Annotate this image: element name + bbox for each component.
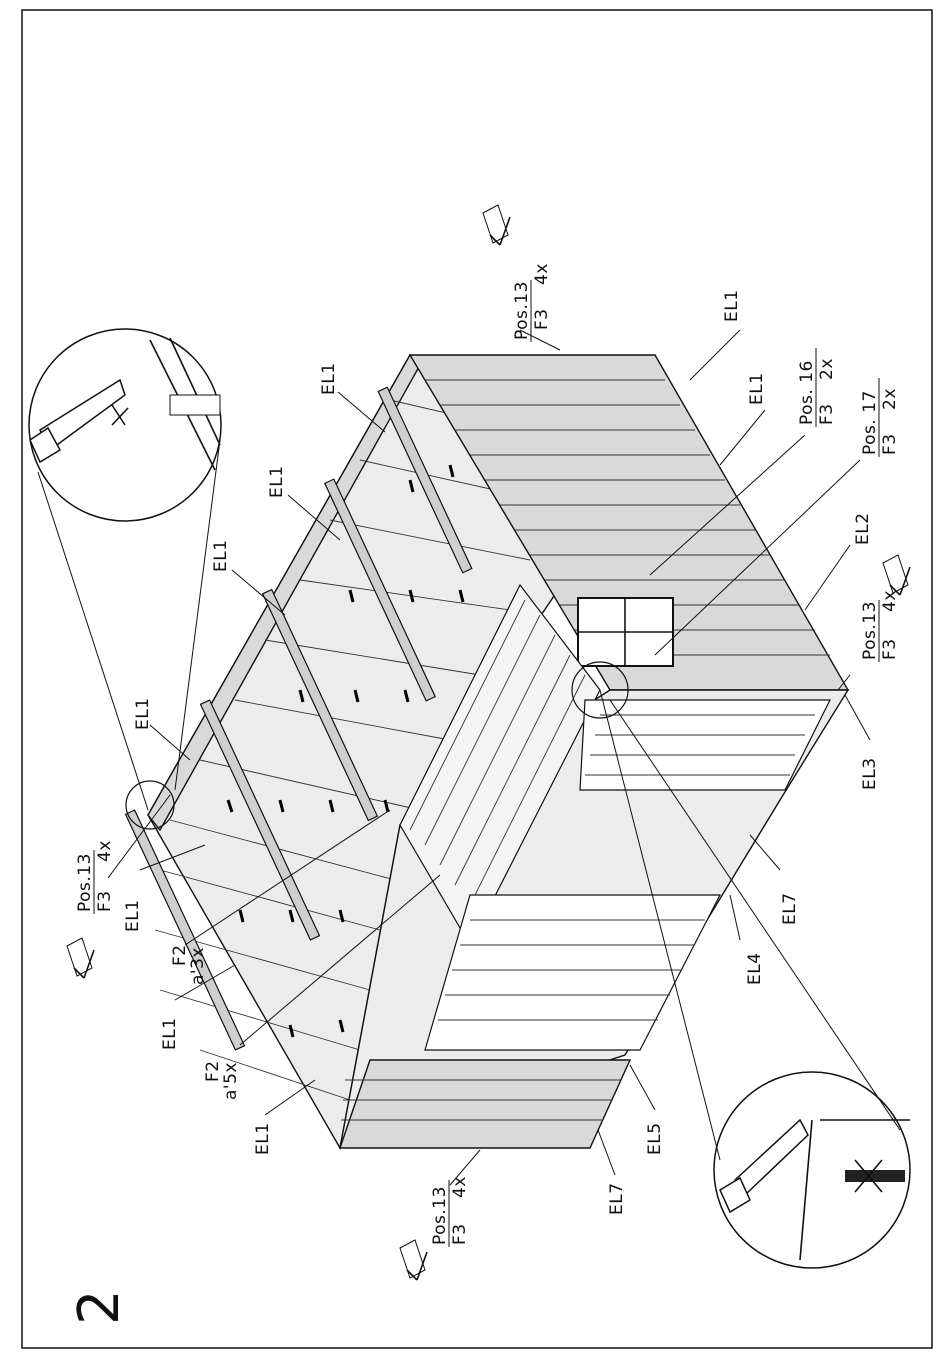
svg-text:Pos.13: Pos.13	[430, 1186, 450, 1245]
label-el2: EL2	[853, 512, 873, 545]
callout-pos13-bottom: Pos.13 F3 4x	[430, 1176, 470, 1247]
svg-text:F3: F3	[95, 890, 115, 912]
label-el4: EL4	[745, 952, 765, 985]
svg-text:4x: 4x	[532, 263, 552, 285]
label-el3: EL3	[860, 757, 880, 790]
label-el1-f: EL1	[160, 1017, 180, 1050]
label-f2-a: F2	[170, 944, 190, 966]
svg-text:F3: F3	[532, 308, 552, 330]
label-el1-b: EL1	[267, 465, 287, 498]
label-el1-d: EL1	[133, 697, 153, 730]
svg-text:F3: F3	[880, 433, 900, 455]
label-el7-b: EL7	[607, 1182, 627, 1215]
svg-text:Pos.13: Pos.13	[860, 601, 880, 660]
svg-text:4x: 4x	[450, 1176, 470, 1198]
saw-icon-left	[67, 938, 94, 978]
label-el1-g: EL1	[253, 1122, 273, 1155]
label-el1-c: EL1	[211, 539, 231, 572]
saw-icon-top	[483, 205, 510, 245]
svg-text:Pos. 17: Pos. 17	[860, 390, 880, 455]
label-f2-a-qty: a'3x	[188, 947, 208, 985]
shed-body	[126, 355, 848, 1148]
svg-text:Pos. 16: Pos. 16	[797, 360, 817, 425]
door-opening-2	[425, 895, 720, 1050]
saw-icon-right	[883, 555, 910, 595]
saw-icon-bottom	[400, 1240, 427, 1280]
callout-pos13-right: Pos.13 F3 4x	[860, 590, 900, 662]
svg-text:Pos.13: Pos.13	[75, 853, 95, 912]
label-el1-i: EL1	[747, 372, 767, 405]
label-el1-h: EL1	[722, 289, 742, 322]
label-f2-b: F2	[203, 1060, 223, 1082]
svg-text:2x: 2x	[817, 358, 837, 380]
label-el7-a: EL7	[780, 892, 800, 925]
step-number: 2	[67, 1289, 132, 1325]
svg-text:4x: 4x	[880, 590, 900, 612]
front-lower-panel	[340, 1060, 630, 1148]
svg-text:2x: 2x	[880, 388, 900, 410]
svg-text:F3: F3	[817, 403, 837, 425]
svg-text:F3: F3	[450, 1223, 470, 1245]
callout-pos17: Pos. 17 F3 2x	[860, 378, 900, 457]
label-f2-b-qty: a'5x	[221, 1062, 241, 1100]
callout-pos16: Pos. 16 F3 2x	[797, 348, 837, 427]
callout-pos13-top: Pos.13 F3 4x	[512, 263, 552, 342]
label-el1-a: EL1	[319, 362, 339, 395]
svg-text:Pos.13: Pos.13	[512, 281, 532, 340]
label-el1-e: EL1	[123, 899, 143, 932]
label-el5: EL5	[645, 1122, 665, 1155]
svg-text:F3: F3	[880, 638, 900, 660]
svg-text:4x: 4x	[95, 840, 115, 862]
window	[578, 598, 673, 666]
